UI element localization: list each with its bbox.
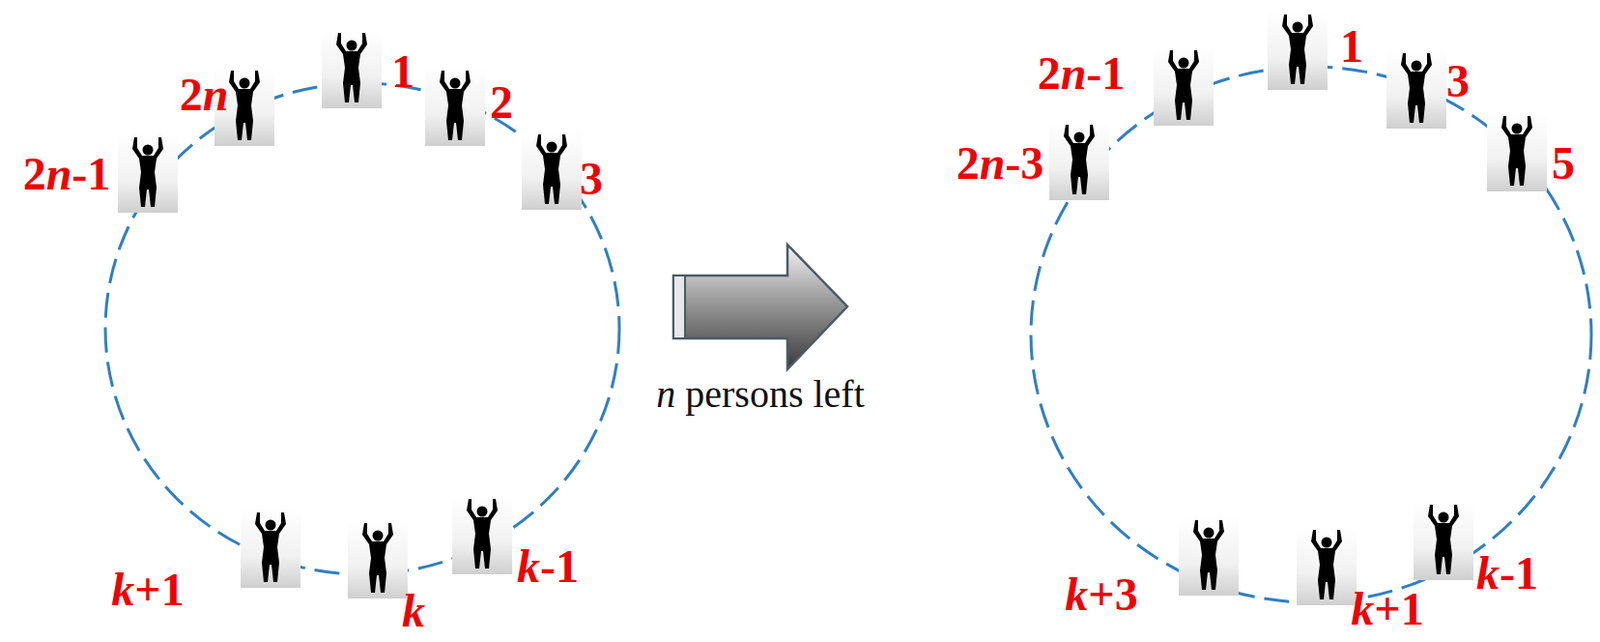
position-number: 2 xyxy=(489,79,514,126)
right-persons xyxy=(1049,10,1547,605)
transition-arrow xyxy=(673,244,848,370)
position-number: 1 xyxy=(391,48,415,95)
left-persons xyxy=(117,28,582,599)
position-number: 2n-1 xyxy=(1037,50,1126,97)
position-number: 3 xyxy=(579,155,603,202)
transition-note: n persons left xyxy=(656,374,865,414)
position-number: k+1 xyxy=(111,566,184,613)
position-number: k+1 xyxy=(1350,585,1424,632)
position-number: 2n-1 xyxy=(23,150,112,198)
position-number: 2n-3 xyxy=(956,140,1045,187)
left-circle xyxy=(105,83,620,574)
position-number: 2n xyxy=(179,71,229,118)
position-number: 1 xyxy=(1340,23,1364,70)
right-circle xyxy=(1030,66,1592,602)
position-number: k-1 xyxy=(1476,549,1539,597)
position-number: k xyxy=(401,587,426,634)
position-number: k+3 xyxy=(1064,571,1138,618)
position-number: k-1 xyxy=(516,542,579,590)
position-number: 3 xyxy=(1446,57,1470,105)
position-number: 5 xyxy=(1551,140,1575,187)
